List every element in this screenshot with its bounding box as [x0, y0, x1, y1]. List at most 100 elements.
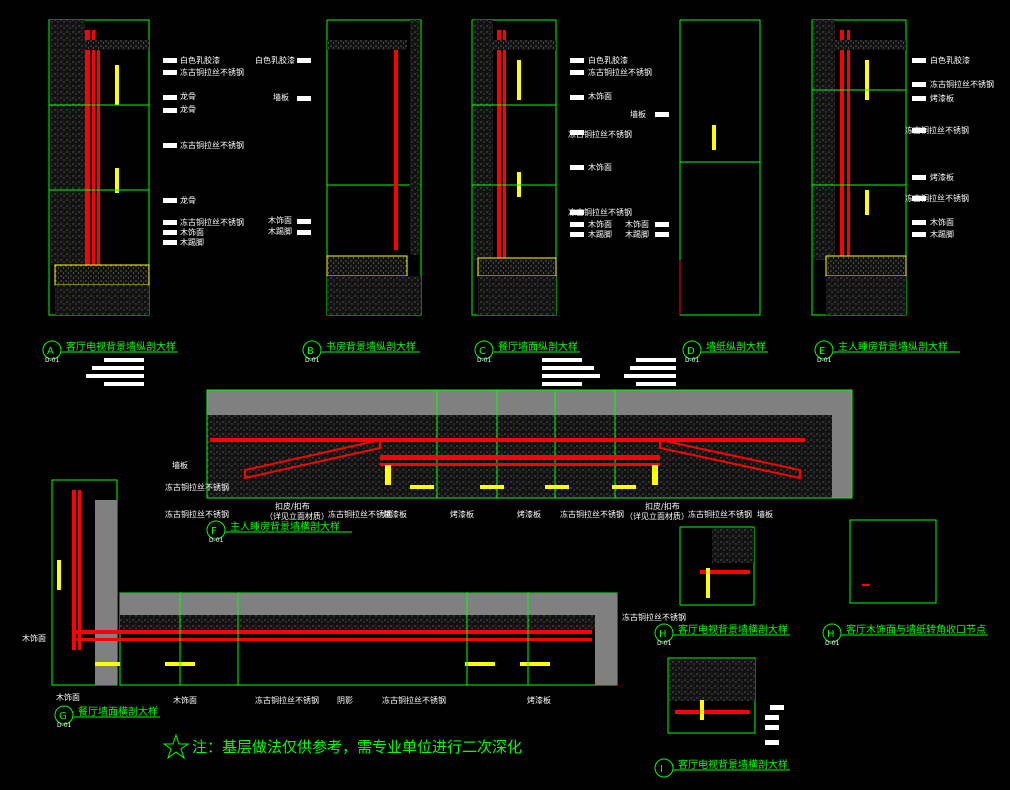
svg-text:餐厅墙面纵剖大样: 餐厅墙面纵剖大样 [498, 340, 578, 353]
svg-text:客厅木饰面与墙纸转角收口节点: 客厅木饰面与墙纸转角收口节点 [846, 623, 986, 636]
section-b [326, 19, 422, 316]
label-a-keel2: 龙骨 [180, 104, 196, 114]
section-h2 [849, 519, 937, 604]
section-c [471, 19, 557, 316]
svg-text:客厅电视背景墙横剖大样: 客厅电视背景墙横剖大样 [678, 623, 788, 636]
label-f-steel1: 冻古铜拉丝不锈钢 [165, 482, 229, 492]
section-h1 [679, 526, 755, 606]
svg-text:主人睡房背景墙横剖大样: 主人睡房背景墙横剖大样 [230, 520, 340, 533]
title-h2: H 客厅木饰面与墙纸转角收口节点 [822, 623, 988, 643]
label-f-dabu2: 扣皮/扣布 [645, 501, 680, 511]
label-f-steel2: 冻古铜拉丝不锈钢 [165, 509, 229, 519]
label-c-wood: 木饰面 [588, 91, 612, 101]
label-g-wood3: 木饰面 [173, 695, 197, 705]
label-b-wallboard: 墙板 [273, 92, 289, 102]
label-e-steel3: 冻古铜拉丝不锈钢 [905, 193, 969, 203]
label-b-latex: 白色乳胶漆 [255, 55, 295, 65]
svg-text:H: H [827, 629, 835, 640]
svg-text:A: A [47, 346, 54, 357]
svg-text:D-01: D-01 [477, 357, 492, 364]
section-a [48, 19, 150, 316]
label-e-baking2: 烤漆板 [930, 172, 954, 182]
label-e-baking: 烤漆板 [930, 93, 954, 103]
svg-text:D-01: D-01 [305, 357, 320, 364]
svg-text:墙纸纵剖大样: 墙纸纵剖大样 [706, 340, 766, 353]
label-g-steel1: 冻古铜拉丝不锈钢 [255, 695, 319, 705]
label-f-steel3: 冻古铜拉丝不锈钢 [328, 509, 392, 519]
title-g: G 餐厅墙面横剖大样 [54, 705, 160, 725]
label-e-latex: 白色乳胶漆 [930, 55, 970, 65]
svg-text:D-01: D-01 [825, 640, 840, 647]
label-c-latex: 白色乳胶漆 [588, 55, 628, 65]
title-i: I 客厅电视背景墙横剖大样 [654, 758, 790, 778]
footnote: 注：基层做法仅供参考，需专业单位进行二次深化 [192, 738, 522, 756]
callout-markers [163, 58, 926, 245]
svg-text:F: F [211, 526, 217, 537]
label-g-wood2: 木饰面 [56, 692, 80, 702]
label-f-wallboard2: 墙板 [757, 509, 773, 519]
label-f-baking3: 烤漆板 [517, 509, 541, 519]
label-f-dabu1: 扣皮/扣布 [275, 501, 310, 511]
section-i [667, 657, 756, 734]
label-g-steel2: 冻古铜拉丝不锈钢 [382, 695, 446, 705]
svg-text:D: D [687, 346, 695, 357]
svg-text:主人睡房背景墙纵剖大样: 主人睡房背景墙纵剖大样 [838, 340, 948, 353]
label-f-baking2: 烤漆板 [450, 509, 474, 519]
svg-text:书房背景墙纵剖大样: 书房背景墙纵剖大样 [326, 340, 416, 353]
label-g-shadow: 阴影 [337, 695, 353, 705]
note-star-icon [162, 733, 190, 760]
section-g [51, 479, 618, 686]
label-g-baking: 烤漆板 [527, 695, 551, 705]
label-c-steel2: 冻古铜拉丝不锈钢 [568, 129, 632, 139]
title-b: B 书房背景墙纵剖大样 [302, 340, 420, 360]
svg-text:D-01: D-01 [685, 357, 700, 364]
svg-text:H: H [659, 629, 667, 640]
label-a-keel3: 龙骨 [180, 195, 196, 205]
section-d [679, 19, 761, 316]
label-c-wood2: 木饰面 [588, 162, 612, 172]
svg-text:餐厅墙面横剖大样: 餐厅墙面横剖大样 [78, 705, 158, 718]
label-d-wood: 木饰面 [625, 219, 649, 229]
label-a-steel: 冻古铜拉丝不锈钢 [180, 67, 244, 77]
svg-text:E: E [819, 346, 825, 357]
label-c-skirting: 木踢脚 [588, 229, 612, 239]
title-a: A 客厅电视背景墙纵剖大样 [42, 340, 178, 360]
label-b-wood: 木饰面 [268, 215, 292, 225]
title-h1: H 客厅电视背景墙横剖大样 [654, 623, 790, 643]
svg-text:C: C [479, 346, 486, 357]
label-a-skirting: 木踢脚 [180, 237, 204, 247]
label-f-wallboard: 墙板 [172, 460, 188, 470]
title-f: F 主人睡房背景墙横剖大样 [206, 520, 352, 540]
title-e: E 主人睡房背景墙纵剖大样 [814, 340, 960, 360]
label-a-steel3: 冻古铜拉丝不锈钢 [180, 217, 244, 227]
svg-text:客厅电视背景墙纵剖大样: 客厅电视背景墙纵剖大样 [66, 340, 176, 353]
label-a-steel2: 冻古铜拉丝不锈钢 [180, 140, 244, 150]
label-d-skirting: 木踢脚 [625, 229, 649, 239]
svg-text:客厅电视背景墙横剖大样: 客厅电视背景墙横剖大样 [678, 758, 788, 771]
label-f-steel5: 冻古铜拉丝不锈钢 [688, 509, 752, 519]
label-f-dabu1-note: （详见立面材质） [265, 511, 329, 521]
svg-text:D-01: D-01 [57, 722, 72, 729]
sheet-tags: D-01 D-01 D-01 D-01 D-01 D-01 D-01 D-01 … [45, 357, 840, 729]
title-d: D 墙纸纵剖大样 [682, 340, 768, 360]
label-a-keel1: 龙骨 [180, 91, 196, 101]
label-f-baking1: 烤漆板 [383, 509, 407, 519]
label-e-steel: 冻古铜拉丝不锈钢 [930, 79, 994, 89]
svg-text:D-01: D-01 [45, 357, 60, 364]
scale-bars [86, 358, 784, 745]
svg-text:I: I [660, 764, 663, 775]
label-a-latex: 白色乳胶漆 [180, 55, 220, 65]
label-f-steel4: 冻古铜拉丝不锈钢 [560, 509, 624, 519]
label-g-wood1: 木饰面 [22, 633, 46, 643]
label-c-wood3: 木饰面 [588, 219, 612, 229]
svg-text:D-01: D-01 [817, 357, 832, 364]
label-f-dabu2-note: （详见立面材质） [625, 511, 689, 521]
label-e-skirting: 木踢脚 [930, 229, 954, 239]
svg-text:D-01: D-01 [657, 640, 672, 647]
label-e-wood: 木饰面 [930, 217, 954, 227]
label-c-steel: 冻古铜拉丝不锈钢 [588, 67, 652, 77]
svg-text:G: G [59, 711, 67, 722]
label-e-steel2: 冻古铜拉丝不锈钢 [905, 125, 969, 135]
